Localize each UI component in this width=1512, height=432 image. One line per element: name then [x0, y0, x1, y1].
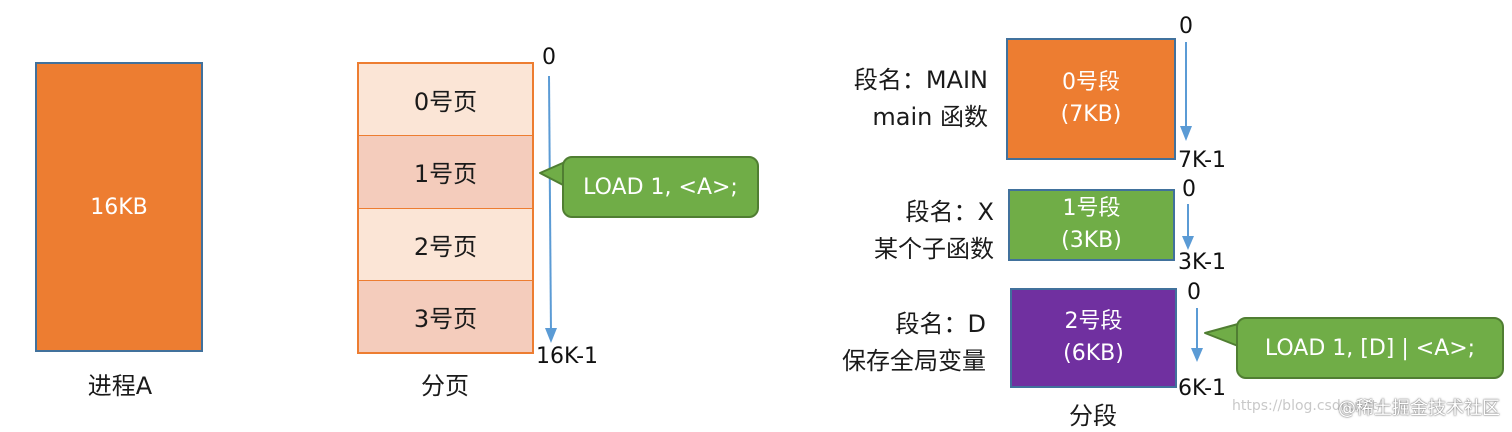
seg0-label: 0号段 — [1062, 70, 1120, 96]
watermark-brand: @稀土掘金技术社区 — [1338, 398, 1500, 419]
watermark-url: https://blog.csdn.net/ — [1232, 398, 1382, 414]
paging-caption: 分页 — [421, 372, 469, 400]
page-0: 0号页 — [359, 64, 532, 137]
seg0-arrowhead — [1180, 126, 1192, 141]
paging-instruction-text: LOAD 1, <A>; — [583, 174, 738, 200]
seg2-arrowhead — [1191, 348, 1203, 362]
page-2: 2号页 — [359, 208, 532, 281]
segment-0-block: 0号段 (7KB) — [1006, 38, 1176, 160]
seg2-size: (6KB) — [1063, 341, 1124, 366]
seg1-addr-start: 0 — [1182, 177, 1196, 202]
seg1-name: 段名：X 某个子函数 — [780, 194, 994, 268]
seg0-size: (7KB) — [1060, 102, 1122, 127]
page-1: 1号页 — [359, 136, 532, 209]
paging-addr-end: 16K-1 — [536, 344, 599, 369]
seg-callout-pointer — [1204, 323, 1239, 347]
paging-instruction-callout: LOAD 1, <A>; — [562, 156, 759, 218]
seg1-label: 1号段 — [1062, 196, 1121, 222]
seg0-name: 段名：MAIN main 函数 — [780, 62, 988, 136]
seg1-name-line1: 段名：X — [905, 198, 994, 226]
process-caption: 进程A — [87, 372, 153, 400]
segment-2-block: 2号段 (6KB) — [1010, 288, 1177, 388]
seg1-arrowhead — [1182, 236, 1194, 250]
segment-instruction-text: LOAD 1, [D] | <A>; — [1264, 335, 1476, 361]
process-size-label: 16KB — [90, 194, 148, 220]
segment-instruction-callout: LOAD 1, [D] | <A>; — [1236, 317, 1504, 379]
seg2-name-line1: 段名：D — [895, 310, 986, 338]
paging-arrowhead — [545, 328, 557, 343]
seg0-name-line2: main 函数 — [872, 103, 988, 132]
seg1-size: (3KB) — [1061, 228, 1122, 253]
seg2-addr-start: 0 — [1187, 280, 1201, 305]
seg2-addr-end: 6K-1 — [1178, 376, 1227, 401]
paging-addr-start: 0 — [542, 45, 556, 70]
seg2-name-line2: 保存全局变量 — [842, 347, 986, 376]
paging-address-arrow — [548, 75, 552, 336]
paging-column: 0号页 1号页 2号页 3号页 — [357, 62, 534, 354]
page-3: 3号页 — [359, 280, 532, 352]
seg0-addr-start: 0 — [1179, 14, 1193, 39]
process-a-block: 16KB — [35, 62, 203, 352]
segment-1-block: 1号段 (3KB) — [1008, 189, 1175, 261]
seg1-name-line2: 某个子函数 — [874, 235, 994, 264]
seg2-name: 段名：D 保存全局变量 — [780, 306, 986, 380]
seg1-addr-end: 3K-1 — [1178, 250, 1227, 275]
segmentation-caption: 分段 — [1069, 402, 1117, 430]
seg0-name-line1: 段名：MAIN — [853, 66, 988, 94]
seg0-addr-end: 7K-1 — [1178, 148, 1227, 173]
seg2-label: 2号段 — [1064, 309, 1123, 335]
